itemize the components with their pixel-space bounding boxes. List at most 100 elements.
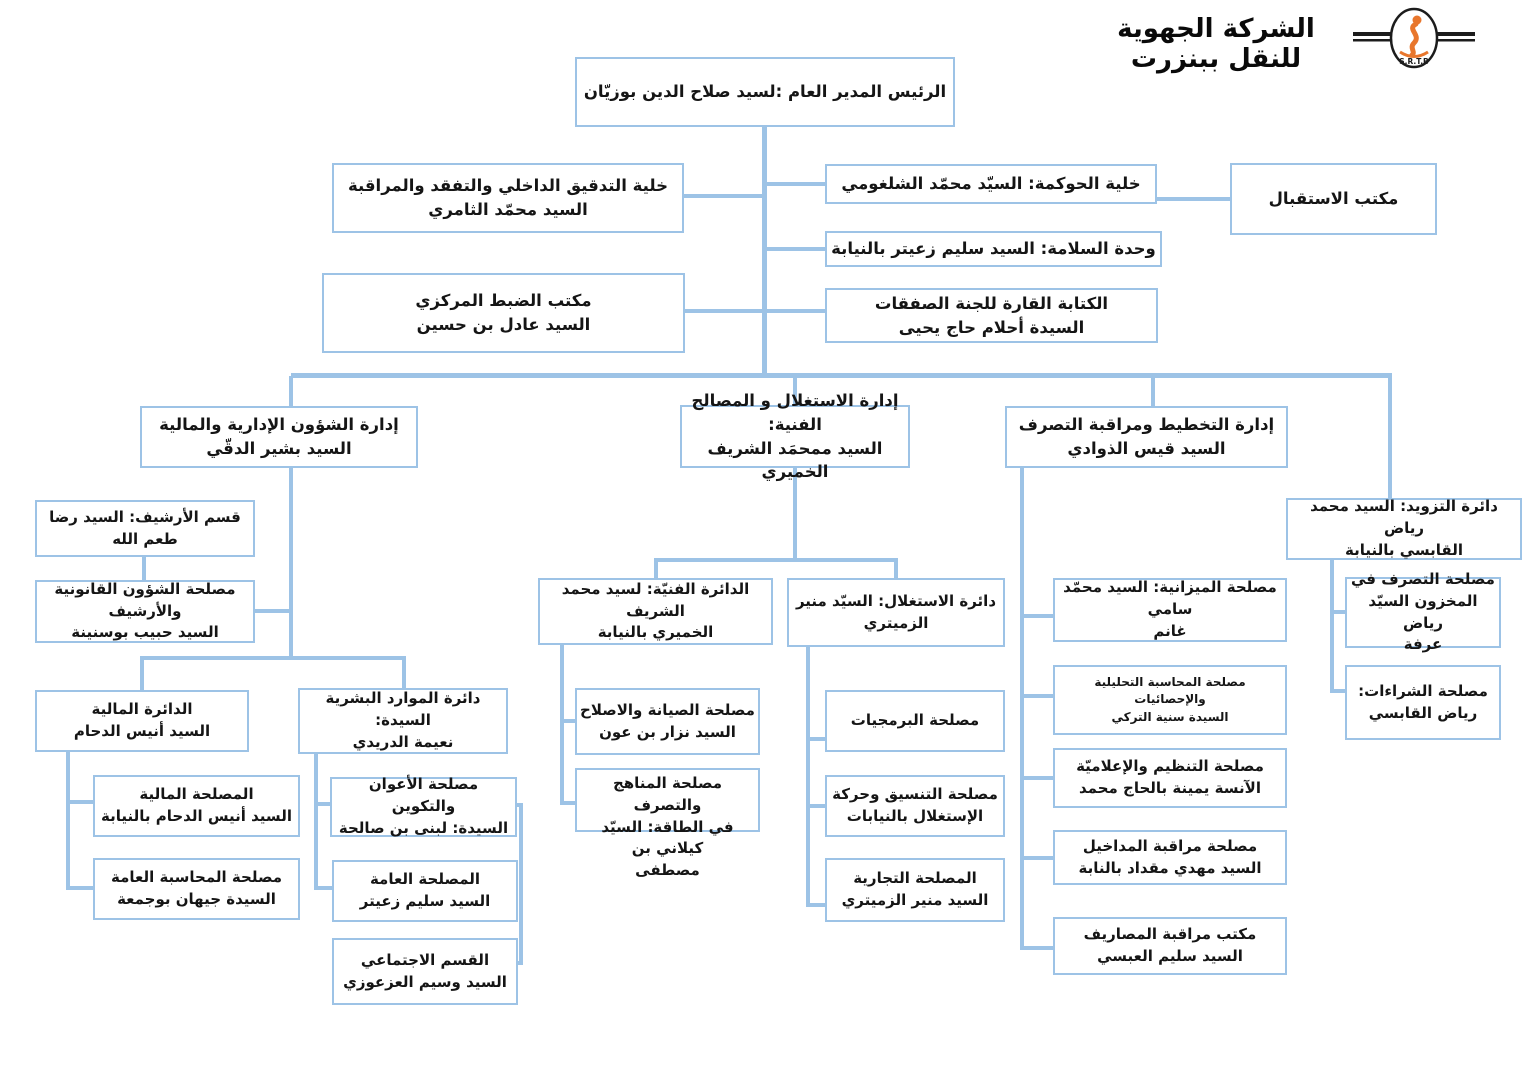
connector-technical-column: [560, 645, 564, 805]
node-archive-label: قسم الأرشيف: السيد رضا طعم الله: [49, 507, 241, 548]
node-software-label: مصلحة البرمجيات: [850, 711, 980, 730]
connector-technical-drop: [654, 558, 658, 578]
connector-audit: [684, 194, 762, 198]
node-ops-dept: إدارة الاستغلال و المصالح الفنية: السيد …: [680, 391, 910, 481]
node-inventory: مصلحة التصرف في المخزون السيّد رياض عرفة: [1345, 570, 1501, 653]
node-software: مصلحة البرمجيات: [825, 690, 1005, 752]
connector-operations-drop: [894, 558, 898, 578]
connector-coordination-stub: [806, 804, 825, 808]
node-admin-dept: إدارة الشؤون الإدارية والمالية السيد بشي…: [140, 406, 418, 468]
company-title: الشركة الجهوية للنقل ببنزرت: [1117, 14, 1315, 74]
node-reception: مكتب الاستقبال: [1230, 163, 1437, 235]
connector-governance: [765, 182, 825, 186]
node-operations-dept-label: دائرة الاستغلال: السيّد منير الزميتري: [795, 591, 997, 632]
node-expenses-label: مكتب مراقبة المصاريف السيد سليم العبسي: [1083, 925, 1257, 965]
connector-operations-column: [806, 647, 810, 907]
node-operations-dept: دائرة الاستغلال: السيّد منير الزميتري: [787, 578, 1005, 647]
node-analytics: مصلحة المحاسبة التحليلية والإحصائيات الس…: [1053, 665, 1287, 735]
node-general-service-label: المصلحة العامة السيد سليم زعيتر: [359, 870, 491, 910]
node-planning-dept-label: إدارة التخطيط ومراقبة التصرف السيد قيس ا…: [1018, 415, 1275, 458]
node-technical-dept: الدائرة الفنيّة: لسيد محمد الشريف الخمير…: [538, 578, 773, 645]
node-purchasing-label: مصلحة الشراءات: رياض القابسي: [1358, 681, 1488, 722]
node-revenue-label: مصلحة مراقبة المداخيل السيد مهدي مقداد ب…: [1078, 836, 1262, 877]
node-supply-dept-label: دائرة التزويد: السيد محمد رياض القابسي ب…: [1310, 497, 1498, 559]
node-accounting: مصلحة المحاسبة العامة السيدة جيهان بوجمع…: [93, 858, 300, 920]
node-safety-label: وحدة السلامة: السيد سليم زعيتر بالنيابة: [831, 239, 1156, 259]
node-procurement: الكتابة القارة للجنة الصفقات السيدة أحلا…: [825, 288, 1158, 343]
node-hr-dept: دائرة الموارد البشرية السيدة: نعيمة الدر…: [298, 688, 508, 754]
connector-personnel-right-stub: [514, 803, 520, 807]
node-budget: مصلحة الميزانية: السيد محمّد سامي غانم: [1053, 578, 1287, 642]
connector-hr-right-column: [519, 803, 523, 965]
connector-supply-column: [1330, 560, 1334, 693]
connector-software-stub: [806, 737, 825, 741]
node-procurement-label: الكتابة القارة للجنة الصفقات السيدة أحلا…: [874, 293, 1109, 337]
connector-budget-stub: [1020, 614, 1053, 618]
node-registry: مكتب الضبط المركزي السيد عادل بن حسين: [322, 273, 685, 353]
node-audit-label: خلية التدقيق الداخلي والتفقد والمراقبة ا…: [348, 176, 668, 219]
node-personnel: مصلحة الأعوان والتكوين السيدة: لبنى بن ص…: [330, 775, 517, 837]
connector-safety: [765, 247, 825, 251]
node-revenue: مصلحة مراقبة المداخيل السيد مهدي مقداد ب…: [1053, 830, 1287, 885]
node-social: القسم الاجتماعي السيد وسيم العزعوزي: [332, 938, 518, 1005]
connector-opsdept-split-horiz: [654, 558, 898, 562]
connector-archive-legal: [142, 557, 146, 580]
node-safety: وحدة السلامة: السيد سليم زعيتر بالنيابة: [825, 231, 1162, 267]
connector-finance-service-stub: [66, 800, 93, 804]
node-personnel-label: مصلحة الأعوان والتكوين السيدة: لبنى بن ص…: [338, 775, 509, 837]
connector-supply-drop: [1388, 376, 1392, 498]
connector-accounting-stub: [66, 886, 93, 890]
connector-maintenance-stub: [560, 719, 575, 723]
node-reception-label: مكتب الاستقبال: [1268, 189, 1399, 209]
node-coordination: مصلحة التنسيق وحركة الإستغلال بالنيابات: [825, 775, 1005, 837]
connector-procurement: [765, 309, 825, 313]
node-budget-label: مصلحة الميزانية: السيد محمّد سامي غانم: [1063, 578, 1277, 640]
node-governance: خلية الحوكمة: السيّد محمّد الشلغومي: [825, 164, 1157, 204]
connector-expenses-stub: [1020, 946, 1053, 950]
node-organization: مصلحة التنظيم والإعلاميّة الآنسة يمينة ب…: [1053, 748, 1287, 808]
node-finance-dept-label: الدائرة المالية السيد أنيس الدحام: [73, 700, 211, 740]
node-coordination-label: مصلحة التنسيق وحركة الإستغلال بالنيابات: [832, 785, 998, 825]
connector-finance-column: [66, 752, 70, 890]
node-legal: مصلحة الشؤون القانونية والأرشيف السيد حب…: [35, 580, 255, 643]
connector-planning-column: [1020, 468, 1024, 950]
node-technical-dept-label: الدائرة الفنيّة: لسيد محمد الشريف الخمير…: [561, 579, 750, 642]
node-hr-dept-label: دائرة الموارد البشرية السيدة: نعيمة الدر…: [325, 689, 481, 751]
node-purchasing: مصلحة الشراءات: رياض القابسي: [1345, 665, 1501, 740]
connector-admin-split: [140, 656, 406, 660]
connector-registry: [685, 309, 762, 313]
connector-opsdept-split-vert: [793, 468, 797, 562]
connector-hr-column: [314, 754, 318, 890]
node-ceo-label: الرئيس المدير العام :لسيد صلاح الدين بوز…: [583, 82, 947, 102]
connector-inventory-stub: [1330, 610, 1345, 614]
node-expenses: مكتب مراقبة المصاريف السيد سليم العبسي: [1053, 917, 1287, 975]
node-finance-dept: الدائرة المالية السيد أنيس الدحام: [35, 690, 249, 752]
node-supply-dept: دائرة التزويد: السيد محمد رياض القابسي ب…: [1286, 497, 1522, 560]
node-commercial-label: المصلحة التجارية السيد منير الزميتري: [841, 869, 989, 909]
node-audit: خلية التدقيق الداخلي والتفقد والمراقبة ا…: [332, 163, 684, 233]
connector-social-stub: [516, 961, 522, 965]
node-commercial: المصلحة التجارية السيد منير الزميتري: [825, 858, 1005, 922]
node-admin-dept-label: إدارة الشؤون الإدارية والمالية السيد بشي…: [159, 415, 399, 458]
connector-organization-stub: [1020, 776, 1053, 780]
connector-ceo-trunk: [762, 127, 767, 375]
connector-finance-drop: [140, 656, 144, 690]
node-maintenance: مصلحة الصيانة والاصلاح السيد نزار بن عون: [575, 688, 760, 755]
node-governance-label: خلية الحوكمة: السيّد محمّد الشلغومي: [841, 174, 1141, 194]
node-finance-service-label: المصلحة المالية السيد أنيس الدحام بالنيا…: [101, 785, 292, 825]
connector-legal-stub: [255, 609, 289, 613]
connector-revenue-stub: [1020, 856, 1053, 860]
connector-main-trunk: [291, 373, 1392, 378]
node-legal-label: مصلحة الشؤون القانونية والأرشيف السيد حب…: [54, 579, 236, 642]
connector-analytics-stub: [1020, 694, 1053, 698]
node-inventory-label: مصلحة التصرف في المخزون السيّد رياض عرفة: [1351, 570, 1495, 654]
logo-acronym: S.R.T.B: [1399, 57, 1429, 66]
node-maintenance-label: مصلحة الصيانة والاصلاح السيد نزار بن عون: [580, 700, 755, 741]
connector-governance-reception: [1157, 197, 1230, 201]
connector-purchasing-stub: [1330, 689, 1345, 693]
node-organization-label: مصلحة التنظيم والإعلاميّة الآنسة يمينة ب…: [1076, 757, 1264, 797]
node-methods: مصلحة المناهج والتصرف في الطاقة: السيّد …: [575, 768, 760, 879]
node-archive: قسم الأرشيف: السيد رضا طعم الله: [35, 500, 255, 557]
connector-hr-drop: [402, 656, 406, 688]
company-logo-icon: S.R.T.B: [1353, 5, 1475, 71]
